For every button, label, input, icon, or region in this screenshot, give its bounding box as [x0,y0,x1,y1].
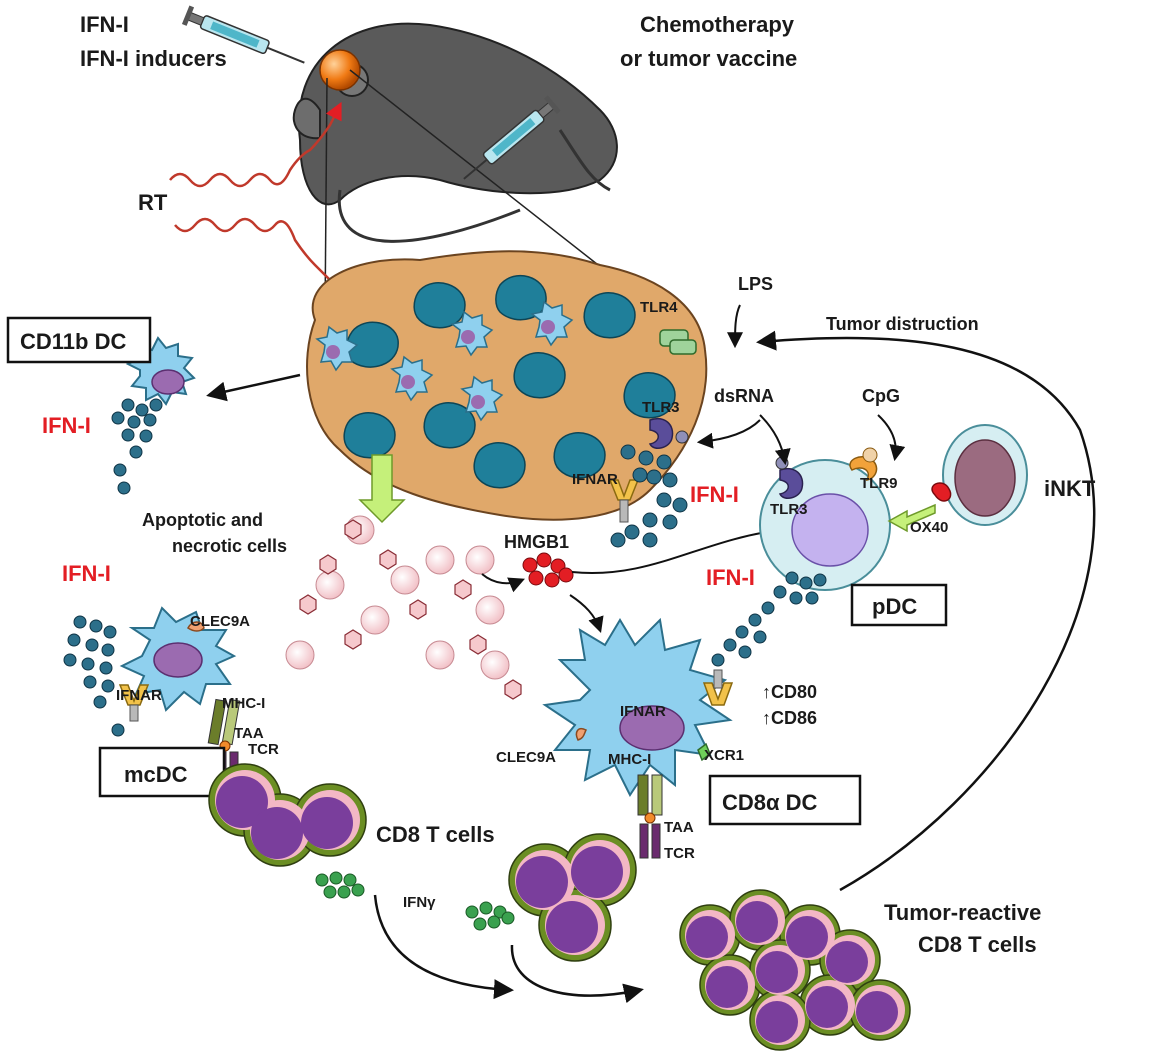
label-ifnar-cd8: IFNAR [620,703,666,720]
tlr3-receptor [648,418,689,449]
pdc-box [850,583,948,627]
label-chemo-line1: Chemotherapy [640,12,795,37]
label-tcr-mcdc: TCR [248,741,279,758]
syringe-icon [181,5,305,64]
label-tumor-destruction: Tumor distruction [826,314,979,334]
label-dsrna: dsRNA [714,386,774,406]
cd8a-dc-box [708,774,862,826]
ifng-particles [465,901,515,931]
label-cd8-t-cells: CD8 T cells [376,822,495,847]
hmgb1-cluster [522,552,574,588]
label-tlr9: TLR9 [860,475,898,492]
label-mhc-i-cd8: MHC-I [608,751,651,768]
apoptotic-cells [285,515,522,700]
tlr9-receptor [849,447,878,482]
label-pdc: pDC [872,594,917,619]
label-tumor-reactive-line2: CD8 T cells [918,932,1037,957]
label-apoptotic-line2: necrotic cells [172,536,287,556]
label-mcdc: mcDC [124,762,188,787]
tumor-ball [319,49,361,91]
mhc-i-cd8 [637,774,663,824]
label-hmgb1: HMGB1 [504,532,569,552]
ifnar-cd8-receptor [702,669,734,706]
label-cd86: ↑CD86 [762,708,817,728]
label-ifn-inducers: IFN-I inducers [80,46,227,71]
label-ox40: OX40 [910,519,948,536]
tlr4-receptor [659,329,697,355]
tumor-destruction-arrow [756,330,1096,892]
label-ifn-i-left: IFN-I [42,413,91,438]
label-inkt: iNKT [1044,476,1096,501]
label-taa-cd8: TAA [664,819,694,836]
cd8a-dc-cell [542,617,733,797]
ifn-particles [111,398,163,495]
label-cd80: ↑CD80 [762,682,817,702]
label-lps: LPS [738,274,773,294]
label-clec9a-mcdc: CLEC9A [190,613,250,630]
label-tumor-reactive-line1: Tumor-reactive [884,900,1041,925]
label-mhc-i-mcdc: MHC-I [222,695,265,712]
label-cpg: CpG [862,386,900,406]
label-ifn-i-pdc: IFN-I [706,565,755,590]
ifnar-receptor [608,479,640,523]
label-ifnar-mcdc: IFNAR [116,687,162,704]
label-ifn-i-top: IFN-I [80,12,129,37]
xcr1-receptor [697,742,711,762]
label-tlr3-pdc: TLR3 [770,501,808,518]
rt-wave-arrow [174,217,348,303]
ifnar-mcdc-receptor [118,684,150,722]
label-tcr-cd8: TCR [664,845,695,862]
cd8-t-cells-left [208,763,367,867]
cd8-t-cells-center [508,833,637,962]
tumor-reactive-t-cells [679,889,911,1051]
ifn-particles [63,615,125,737]
cd11b-dc-box [6,316,152,364]
label-ifn-i-mcdc: IFN-I [62,561,111,586]
label-cd8a-dc: CD8α DC [722,790,818,815]
tumor-cluster [306,250,708,521]
label-ifnar-tumor: IFNAR [572,471,618,488]
label-ifng: IFNγ [403,894,436,911]
tcr-cd8 [639,823,661,859]
label-tlr3-tumor: TLR3 [642,399,680,416]
label-xcr1: XCR1 [704,747,744,764]
clec9a-mcdc-receptor [187,621,205,632]
green-down-arrow [358,454,406,524]
label-tlr4: TLR4 [640,299,678,316]
label-cd11b-dc: CD11b DC [20,329,126,354]
label-clec9a-cd8: CLEC9A [496,749,556,766]
ifn-particles [610,444,688,548]
label-apoptotic-line1: Apoptotic and [142,510,263,530]
rt-wave-arrow [169,101,342,188]
mhc-i-mcdc [207,698,241,752]
syringe-icon [463,95,561,180]
label-ifn-i-center: IFN-I [690,482,739,507]
ox40-receptor [931,482,952,502]
clec9a-cd8-receptor [575,728,588,741]
green-left-arrow [887,503,936,533]
label-chemo-line2: or tumor vaccine [620,46,797,71]
ifn-particles [711,571,827,667]
label-rt: RT [138,190,168,215]
ifng-particles [315,871,365,899]
label-taa-mcdc: TAA [234,725,264,742]
inkt-cell [942,424,1028,526]
mouse-illustration [292,22,618,243]
